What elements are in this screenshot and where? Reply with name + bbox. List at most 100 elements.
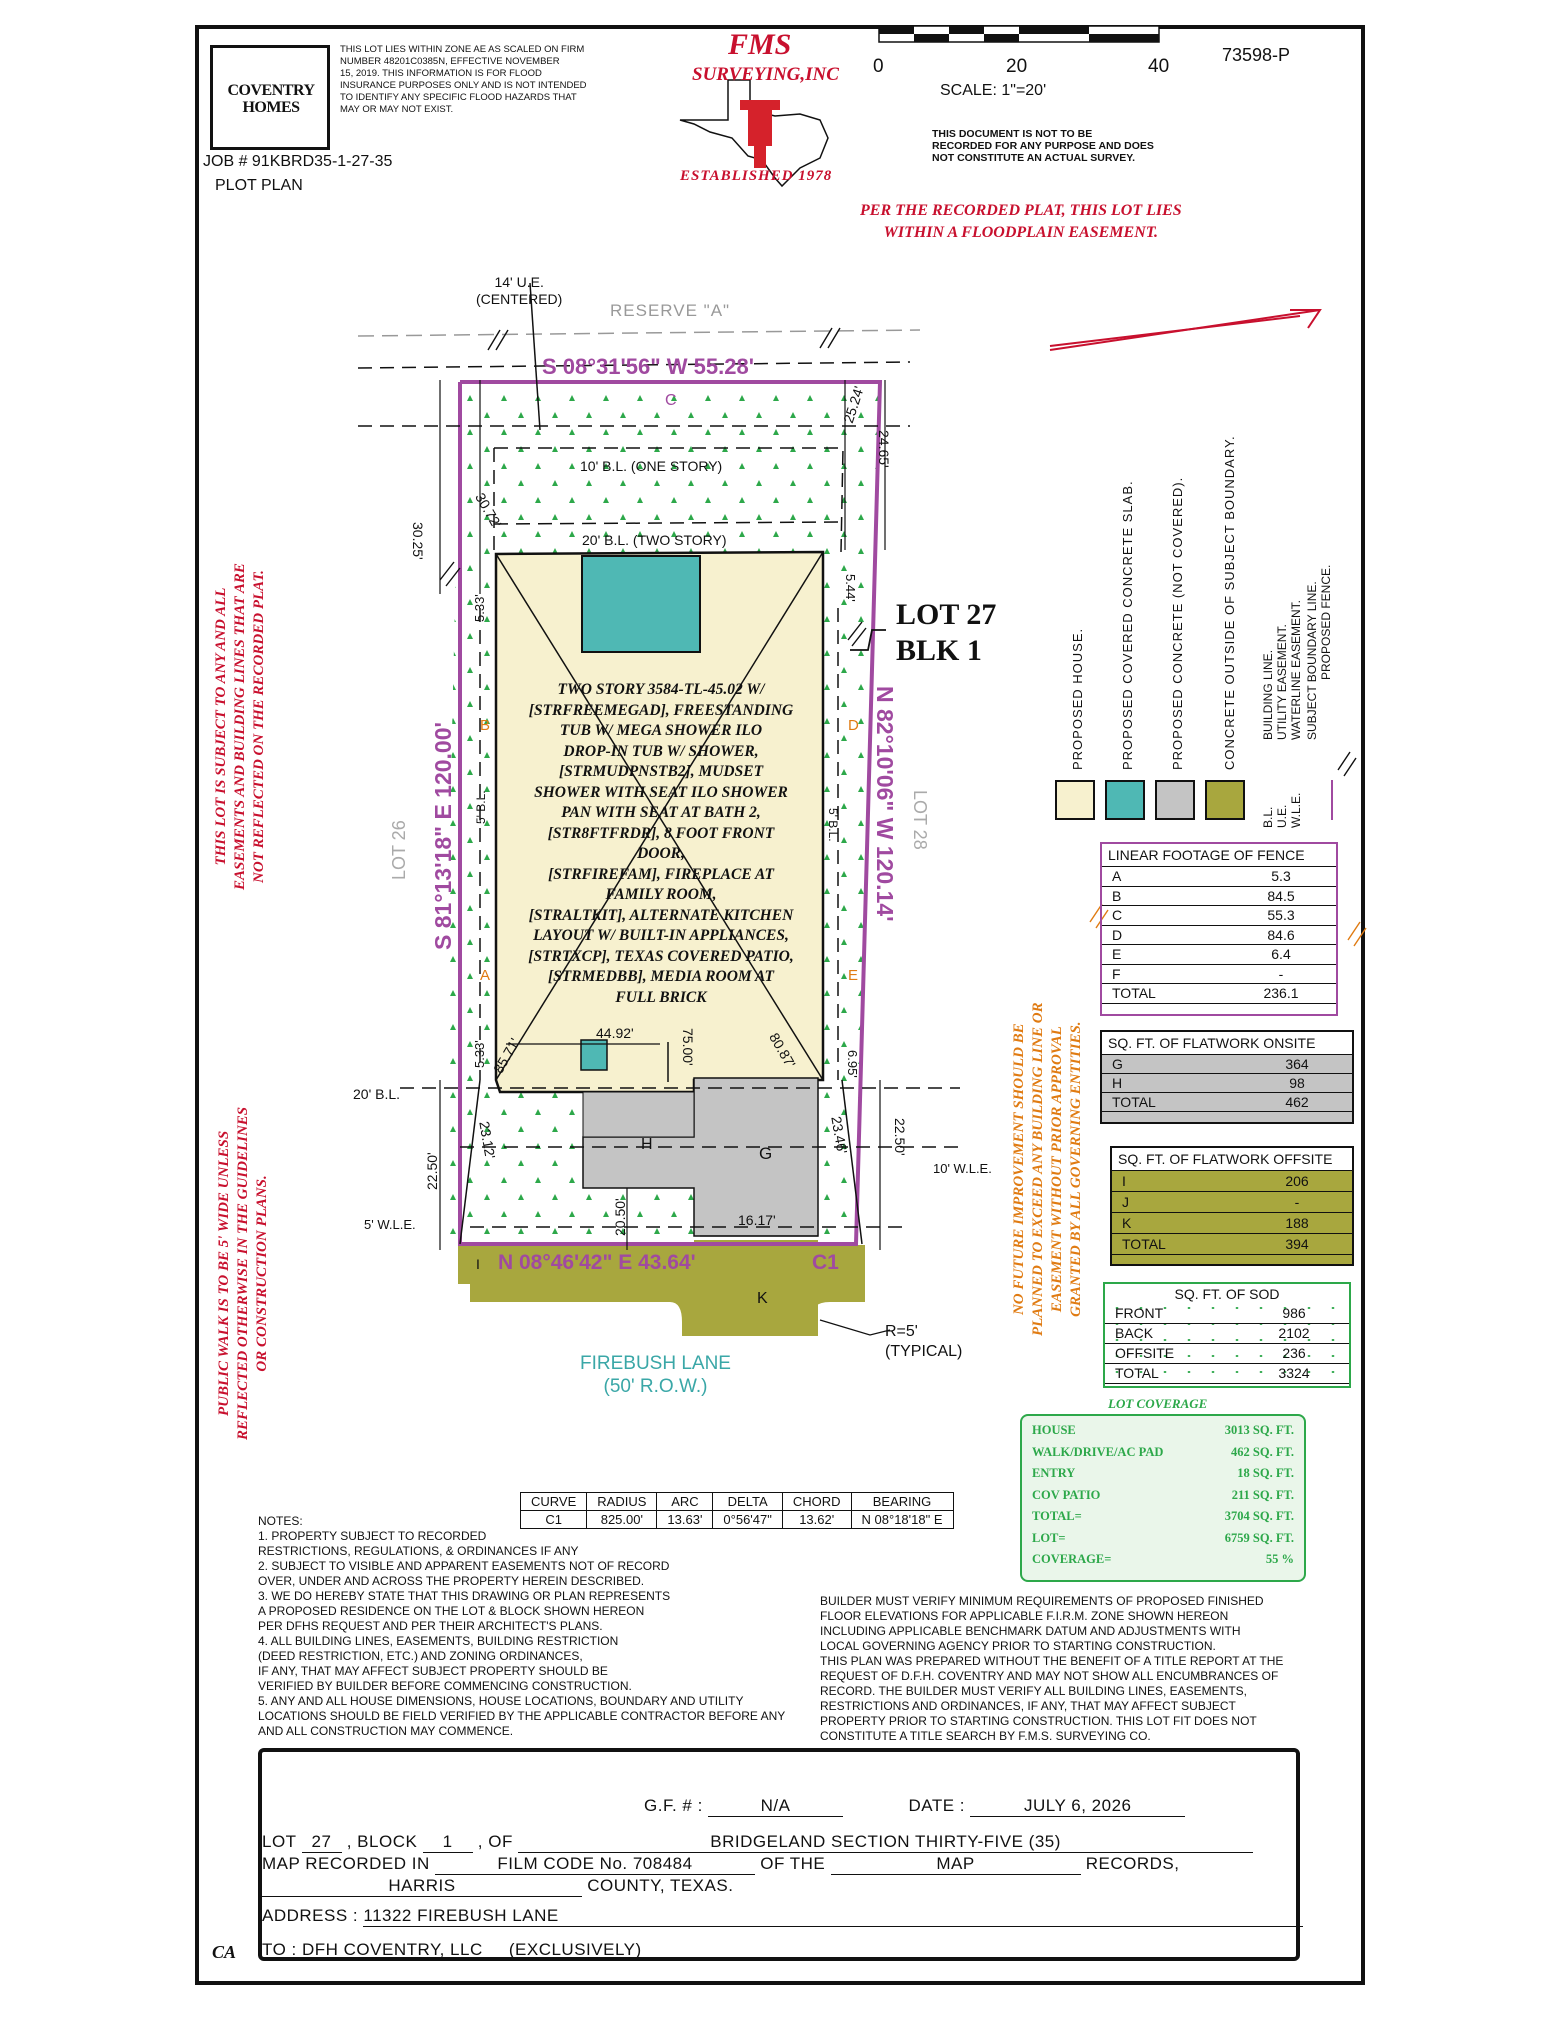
dim-16-17: 16.17' <box>738 1212 776 1228</box>
scale-label: SCALE: 1"=20' <box>940 82 1047 99</box>
address-value: 11322 FIREBUSH LANE <box>363 1906 1304 1927</box>
dim-5-33-bottom: 5.33' <box>472 1040 487 1068</box>
notes-line: 4. ALL BUILDING LINES, EASEMENTS, BUILDI… <box>258 1634 619 1648</box>
fms-established: ESTABLISHED 1978 <box>680 168 833 184</box>
block-label: BLK 1 <box>896 634 982 667</box>
flatwork-offsite-value: 206 <box>1285 1173 1309 1189</box>
builder-note: BUILDER MUST VERIFY MINIMUM REQUIREMENTS… <box>820 1594 1283 1744</box>
builder-note-line: RECORD. THE BUILDER MUST VERIFY ALL BUIL… <box>820 1684 1247 1698</box>
flatwork-offsite-value: - <box>1294 1194 1300 1210</box>
legend-waterline-easement: WATERLINE EASEMENT. <box>1289 599 1303 740</box>
legend-abbr-bl: B.L. <box>1261 806 1275 828</box>
flatwork-onsite-key: TOTAL <box>1112 1094 1156 1110</box>
address-row: ADDRESS : 11322 FIREBUSH LANE <box>262 1906 1304 1927</box>
flatwork-onsite-key: H <box>1112 1075 1123 1091</box>
street-label: FIREBUSH LANE(50' R.O.W.) <box>580 1353 731 1397</box>
flatwork-offsite-value: 394 <box>1285 1236 1309 1252</box>
notes-line: PER DFHS REQUEST AND PER THEIR ARCHITECT… <box>258 1619 603 1633</box>
lot-coverage-value: 462 SQ. FT. <box>1231 1444 1294 1459</box>
bottom-bearing: N 08°46'42" E 43.64' <box>498 1251 696 1274</box>
legend-house-label: PROPOSED HOUSE. <box>1070 627 1085 770</box>
left-bearing: S 81°13'18" E 120.00' <box>430 722 456 950</box>
flatwork-onsite-title: SQ. FT. OF FLATWORK ONSITE <box>1102 1032 1352 1055</box>
fence-table-row: F- <box>1102 965 1336 984</box>
notes-line: 5. ANY AND ALL HOUSE DIMENSIONS, HOUSE L… <box>258 1694 744 1708</box>
block-field-label: , BLOCK <box>346 1832 418 1851</box>
notes-line: 3. WE DO HEREBY STATE THAT THIS DRAWING … <box>258 1589 671 1603</box>
of-the-label: OF THE <box>760 1854 826 1873</box>
coventry-logo-text: COVENTRY HOMES <box>227 82 316 116</box>
dim-44-92: 44.92' <box>596 1025 634 1041</box>
to-row: TO : DFH COVENTRY, LLC (EXCLUSIVELY) <box>262 1940 1282 1961</box>
lot-coverage-value: 211 SQ. FT. <box>1231 1487 1294 1502</box>
legend-building-line: BUILDING LINE. <box>1261 649 1275 740</box>
curve-table-cell: 13.63' <box>656 1510 714 1529</box>
fence-table-value: 55.3 <box>1267 907 1295 923</box>
builder-note-line: BUILDER MUST VERIFY MINIMUM REQUIREMENTS… <box>820 1594 1264 1608</box>
county-row: HARRIS COUNTY, TEXAS. <box>262 1876 733 1897</box>
flatwork-offsite-key: J <box>1122 1194 1129 1210</box>
label-h: H <box>641 1136 653 1153</box>
builder-note-line: REQUEST OF D.F.H. COVENTRY AND MAY NOT S… <box>820 1669 1279 1683</box>
block-field-value: 1 <box>422 1832 473 1853</box>
label-i: I <box>476 1256 480 1272</box>
house-description: TWO STORY 3584-TL-45.02 W/[STRFREEMEGAD]… <box>528 681 794 1006</box>
map-recorded-label: MAP RECORDED IN <box>262 1854 430 1873</box>
dim-6-95: 6.95' <box>845 1050 860 1078</box>
curve-table-header: CURVE <box>519 1492 588 1511</box>
curve-table-header: ARC <box>656 1492 714 1511</box>
builder-note-line: THIS PLAN WAS PREPARED WITHOUT THE BENEF… <box>820 1654 1284 1668</box>
map-value: MAP <box>830 1854 1081 1875</box>
lot-coverage-title: LOT COVERAGE <box>1108 1396 1208 1411</box>
notes-line: AND ALL CONSTRUCTION MAY COMMENCE. <box>258 1724 514 1738</box>
lot-coverage-key: COV PATIO <box>1032 1487 1101 1502</box>
legend-covered-label: PROPOSED COVERED CONCRETE SLAB. <box>1120 480 1135 770</box>
fence-table-key: F <box>1112 965 1121 982</box>
county-value: HARRIS <box>262 1876 582 1897</box>
label-a: A <box>480 967 491 984</box>
notes-line: 2. SUBJECT TO VISIBLE AND APPARENT EASEM… <box>258 1559 670 1573</box>
dim-5-33-top: 5.33' <box>472 594 487 622</box>
radius-label: R=5'(TYPICAL) <box>885 1323 963 1360</box>
curve-table-header: BEARING <box>850 1492 954 1511</box>
builder-note-line: RESTRICTIONS AND ORDINANCES, IF ANY, THA… <box>820 1699 1236 1713</box>
bl-5-left: 5' B.L. <box>474 790 488 824</box>
sod-table-key: TOTAL <box>1115 1365 1159 1381</box>
lot-coverage-key: TOTAL= <box>1032 1509 1082 1523</box>
lot-coverage-value: 3704 SQ. FT. <box>1224 1509 1294 1523</box>
lot-coverage-row: TOTAL= 3704 SQ. FT. <box>1030 1506 1296 1528</box>
notes-line: VERIFIED BY BUILDER BEFORE COMMENCING CO… <box>258 1679 632 1693</box>
legend-abbr-wle: W.L.E. <box>1289 792 1303 828</box>
fence-table-value: 84.5 <box>1267 887 1295 904</box>
document-number: 73598-P <box>1222 45 1291 65</box>
notes-line: NOTES: <box>258 1514 303 1528</box>
fence-table-value: 84.6 <box>1267 926 1295 943</box>
bl-20-label: 20' B.L. <box>353 1086 401 1102</box>
lot-field-value: 27 <box>301 1832 342 1853</box>
curve-table-cell: 0°56'47" <box>712 1510 783 1529</box>
date-value: JULY 6, 2026 <box>970 1796 1186 1817</box>
wle-10-label: 10' W.L.E. <box>933 1161 992 1176</box>
fence-table-key: C <box>1112 907 1123 923</box>
curve-table-header: CHORD <box>781 1492 852 1511</box>
dim-75-00: 75.00' <box>680 1028 696 1066</box>
records-label: RECORDS, <box>1085 1854 1180 1873</box>
fence-table-row: C 55.3 <box>1102 906 1336 926</box>
label-c1: C1 <box>812 1251 839 1274</box>
to-label: TO : <box>262 1940 297 1959</box>
wle-5-label: 5' W.L.E. <box>364 1217 416 1232</box>
fence-table-value: 6.4 <box>1271 946 1291 962</box>
notes-line: RESTRICTIONS, REGULATIONS, & ORDINANCES … <box>258 1544 579 1558</box>
legend-fence: PROPOSED FENCE. <box>1319 564 1333 680</box>
gf-value: N/A <box>708 1796 844 1817</box>
